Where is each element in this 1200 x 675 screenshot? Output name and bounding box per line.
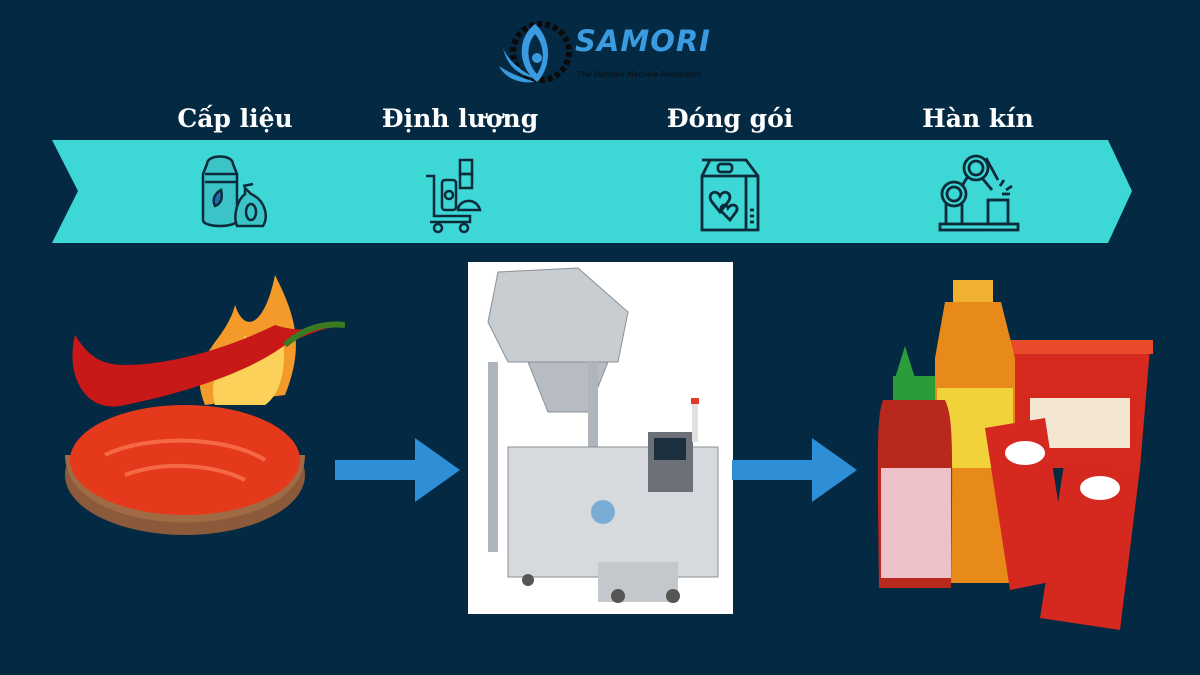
step-label-dosing: Định lượng (381, 104, 539, 133)
step-label-sealing: Hàn kín (922, 104, 1034, 133)
sriracha-bottle-image (877, 346, 953, 588)
weighing-cart-icon (426, 158, 482, 234)
chilli-sauce-sachet-image (1040, 458, 1140, 630)
arrow-right-icon (732, 438, 857, 502)
brand-name: SAMORI (575, 24, 711, 58)
chili-pepper-image (72, 325, 345, 407)
packing-machine-image (468, 262, 733, 614)
chilli-sauce-sachet-image (985, 418, 1070, 590)
samori-logo: SAMORI The Vietnam Machine Revolution (495, 18, 715, 86)
chili-sauce-bowl-image (65, 275, 345, 535)
chili-sauce-products-image (877, 280, 1153, 630)
robot-arm-sealing-icon (938, 154, 1020, 232)
gochujang-tub-image (1001, 340, 1153, 468)
brand-tagline: The Vietnam Machine Revolution (577, 70, 701, 79)
step-label-feeding: Cấp liệu (177, 104, 293, 133)
step-label-packing: Đóng gói (666, 104, 794, 133)
arrow-right-icon (335, 438, 460, 502)
feed-bags-icon (201, 155, 267, 228)
samori-gear-flame-emblem (499, 21, 572, 83)
package-box-icon (700, 158, 760, 232)
